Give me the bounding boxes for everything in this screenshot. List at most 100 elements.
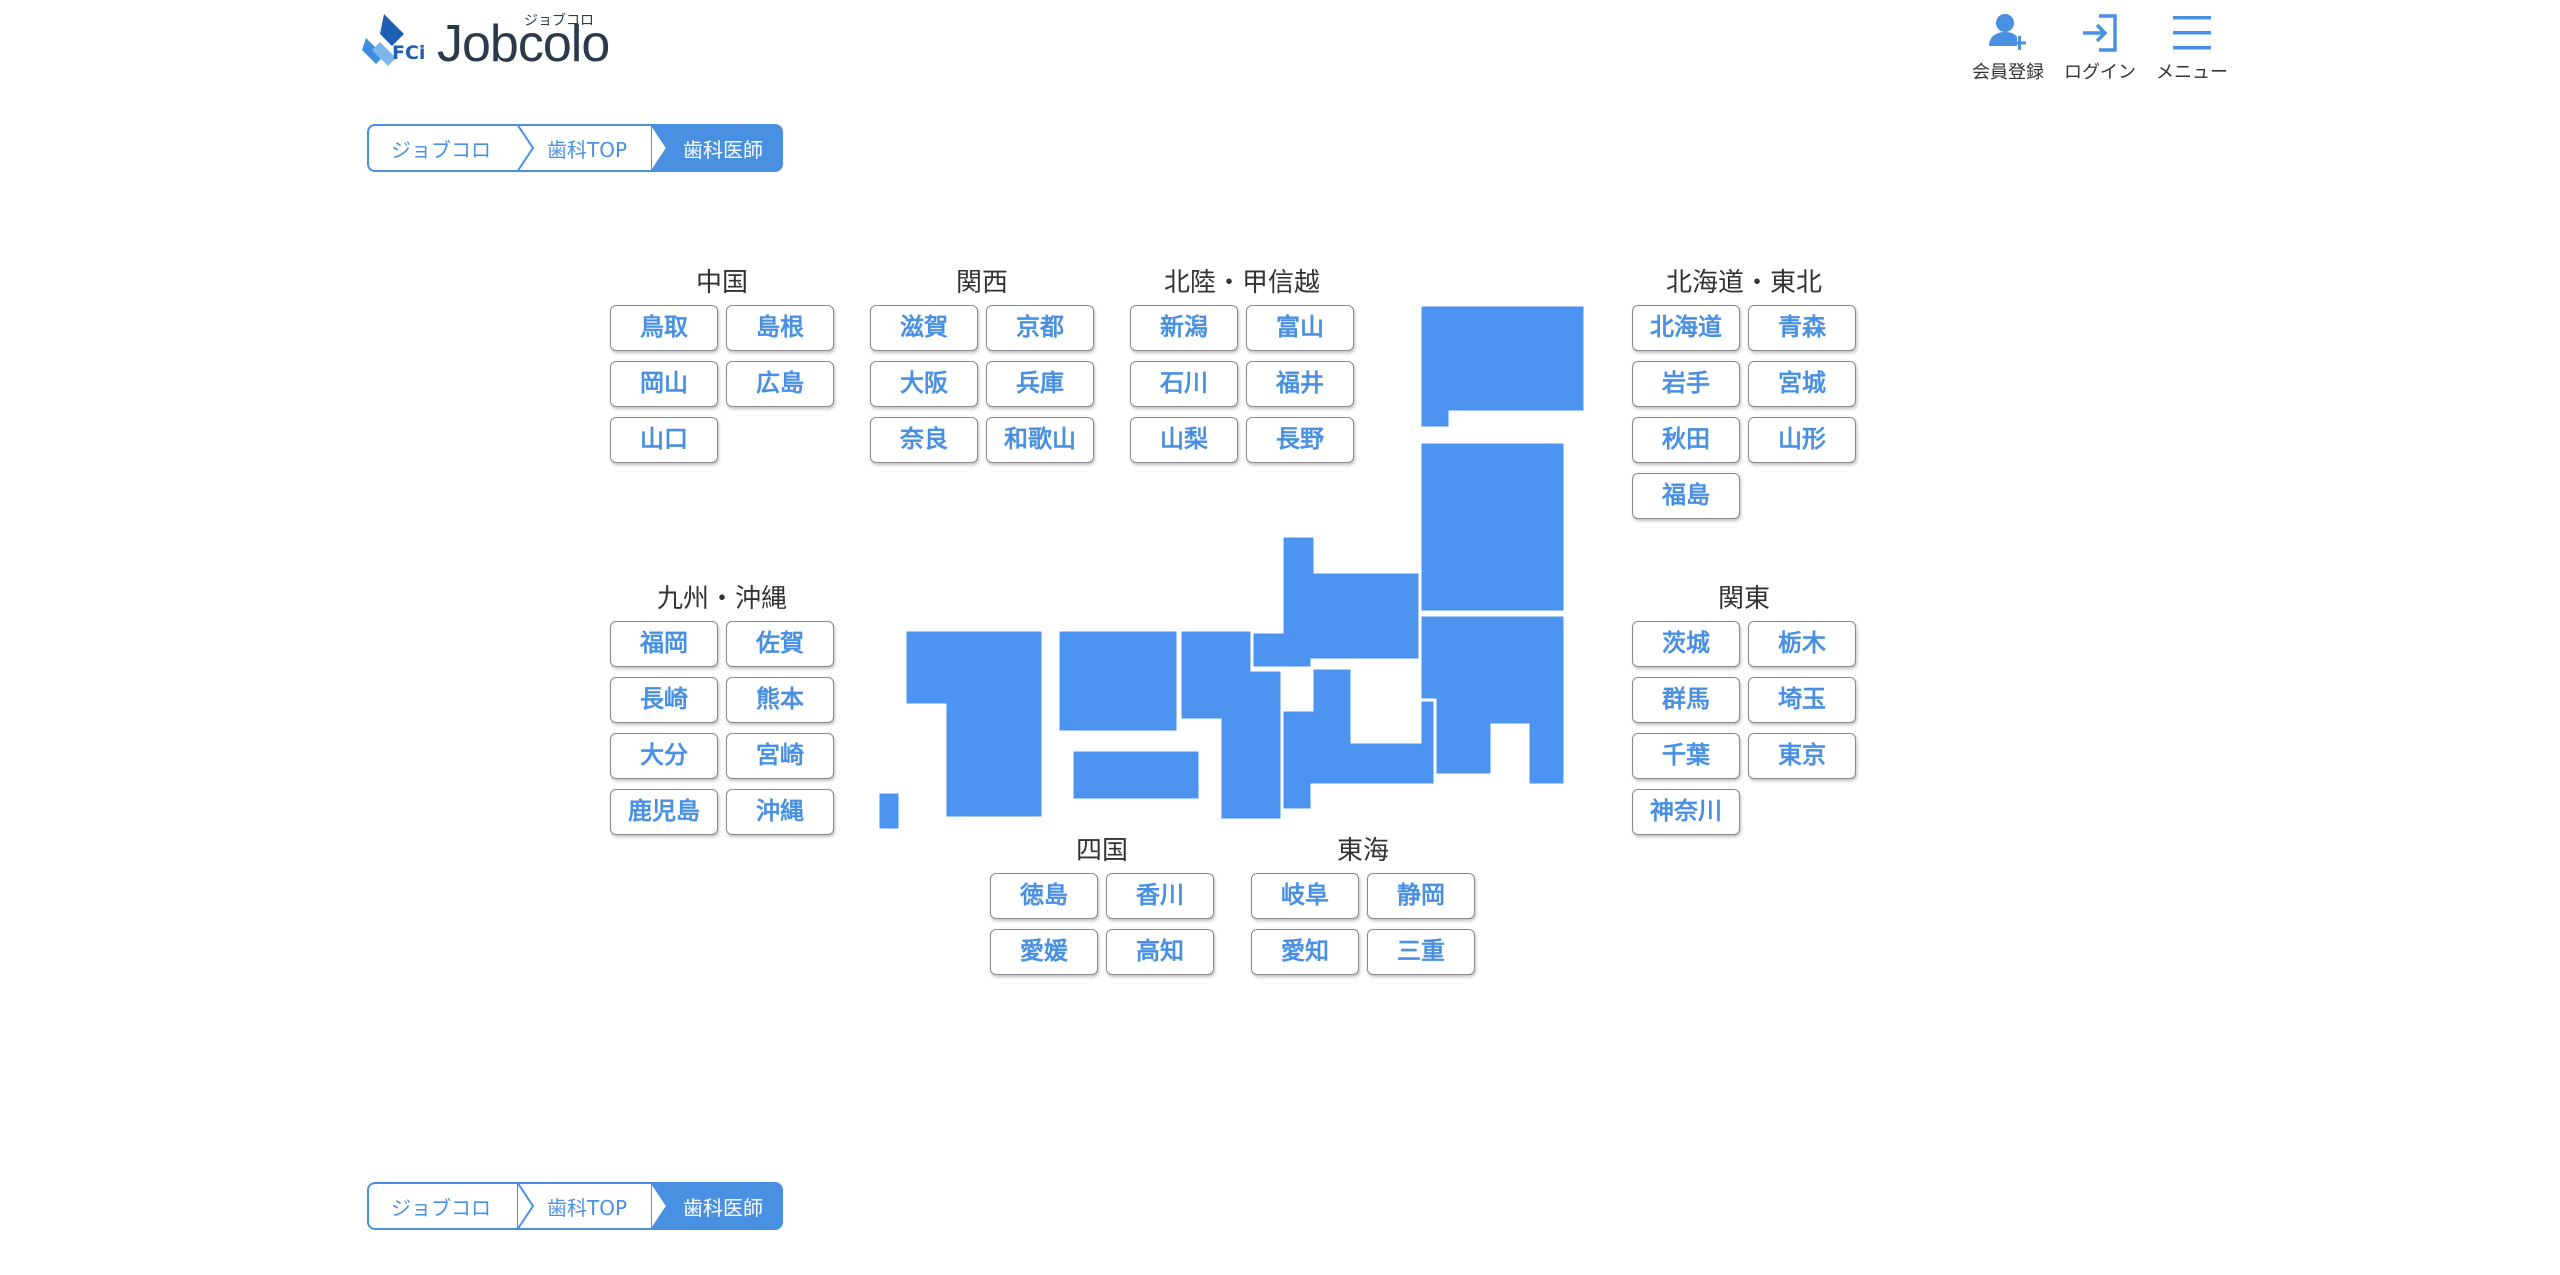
user-plus-icon — [1989, 14, 2026, 50]
login-button[interactable]: ログイン — [2064, 10, 2136, 84]
region-kansai: 関西 滋賀 京都 大阪 兵庫 奈良 和歌山 — [870, 265, 1094, 463]
pref-button-shiga[interactable]: 滋賀 — [870, 305, 978, 351]
breadcrumb-dental-top[interactable]: 歯科TOP — [517, 1182, 669, 1230]
pref-button-miyagi[interactable]: 宮城 — [1748, 361, 1856, 407]
logo-fci-text: FCi — [392, 42, 426, 64]
region-hokkaido-tohoku: 北海道・東北 北海道 青森 岩手 宮城 秋田 山形 福島 — [1632, 265, 1856, 519]
pref-button-yamaguchi[interactable]: 山口 — [610, 417, 718, 463]
logo-mark-icon — [362, 14, 404, 66]
pref-button-saitama[interactable]: 埼玉 — [1748, 677, 1856, 723]
pref-button-hiroshima[interactable]: 広島 — [726, 361, 834, 407]
breadcrumb-dental-top[interactable]: 歯科TOP — [517, 124, 669, 172]
logo-kana-text: ジョブコロ — [524, 13, 594, 29]
login-icon — [2083, 14, 2117, 52]
breadcrumb-separator — [517, 124, 535, 172]
pref-button-akita[interactable]: 秋田 — [1632, 417, 1740, 463]
map-kyushu — [903, 628, 1045, 820]
map-shikoku — [1070, 748, 1202, 802]
region-shikoku: 四国 徳島 香川 愛媛 高知 — [990, 833, 1214, 975]
region-hokuriku-koshinetsu: 北陸・甲信越 新潟 富山 石川 福井 山梨 長野 — [1130, 265, 1354, 463]
region-kyushu-okinawa: 九州・沖縄 福岡 佐賀 長崎 熊本 大分 宮崎 鹿児島 沖縄 — [610, 581, 834, 835]
pref-button-tottori[interactable]: 鳥取 — [610, 305, 718, 351]
pref-button-iwate[interactable]: 岩手 — [1632, 361, 1740, 407]
breadcrumb-dental-top-label: 歯科TOP — [547, 1196, 628, 1220]
pref-button-gifu[interactable]: 岐阜 — [1251, 873, 1359, 919]
pref-button-saga[interactable]: 佐賀 — [726, 621, 834, 667]
pref-button-oita[interactable]: 大分 — [610, 733, 718, 779]
pref-button-yamagata[interactable]: 山形 — [1748, 417, 1856, 463]
pref-button-nagasaki[interactable]: 長崎 — [610, 677, 718, 723]
pref-button-tochigi[interactable]: 栃木 — [1748, 621, 1856, 667]
map-okinawa — [876, 790, 902, 832]
logo-wordmark: Jobcolo — [437, 15, 610, 73]
pref-button-kagoshima[interactable]: 鹿児島 — [610, 789, 718, 835]
breadcrumb-home[interactable]: ジョブコロ — [367, 1182, 535, 1230]
pref-button-kyoto[interactable]: 京都 — [986, 305, 1094, 351]
map-hokuriku — [1250, 534, 1457, 670]
pref-button-ibaraki[interactable]: 茨城 — [1632, 621, 1740, 667]
breadcrumb-current-label: 歯科医師 — [683, 1196, 764, 1220]
pref-button-fukui[interactable]: 福井 — [1246, 361, 1354, 407]
breadcrumb-current: 歯科医師 — [651, 124, 784, 172]
breadcrumb-dental-top-label: 歯科TOP — [547, 138, 628, 162]
map-hokkaido — [1418, 303, 1587, 430]
region-kanto: 関東 茨城 栃木 群馬 埼玉 千葉 東京 神奈川 — [1632, 581, 1856, 835]
pref-button-toyama[interactable]: 富山 — [1246, 305, 1354, 351]
pref-button-hyogo[interactable]: 兵庫 — [986, 361, 1094, 407]
pref-button-gunma[interactable]: 群馬 — [1632, 677, 1740, 723]
pref-button-ishikawa[interactable]: 石川 — [1130, 361, 1238, 407]
map-kanto — [1418, 613, 1567, 787]
pref-button-mie[interactable]: 三重 — [1367, 929, 1475, 975]
pref-button-okayama[interactable]: 岡山 — [610, 361, 718, 407]
pref-button-kumamoto[interactable]: 熊本 — [726, 677, 834, 723]
pref-button-shizuoka[interactable]: 静岡 — [1367, 873, 1475, 919]
pref-button-kochi[interactable]: 高知 — [1106, 929, 1214, 975]
pref-button-fukuoka[interactable]: 福岡 — [610, 621, 718, 667]
header-nav: 会員登録 ログイン メニュー — [1972, 10, 2228, 84]
pref-button-miyazaki[interactable]: 宮崎 — [726, 733, 834, 779]
pref-button-aichi[interactable]: 愛知 — [1251, 929, 1359, 975]
pref-button-tokushima[interactable]: 徳島 — [990, 873, 1098, 919]
region-title: 中国 — [695, 268, 748, 298]
breadcrumb-home-label: ジョブコロ — [391, 138, 491, 162]
pref-button-ehime[interactable]: 愛媛 — [990, 929, 1098, 975]
register-label: 会員登録 — [1972, 62, 2044, 83]
region-title: 関東 — [1717, 584, 1770, 614]
breadcrumb-current-label: 歯科医師 — [683, 138, 764, 162]
breadcrumb-current: 歯科医師 — [651, 1182, 784, 1230]
breadcrumb: ジョブコロ 歯科TOP 歯科医師 — [367, 124, 784, 176]
site-logo[interactable]: FCi ジョブコロ Jobcolo — [362, 12, 662, 76]
pref-button-tokyo[interactable]: 東京 — [1748, 733, 1856, 779]
pref-button-osaka[interactable]: 大阪 — [870, 361, 978, 407]
login-label: ログイン — [2064, 62, 2136, 83]
breadcrumb-separator — [517, 1182, 535, 1230]
register-button[interactable]: 会員登録 — [1972, 10, 2044, 84]
menu-icon — [2173, 16, 2211, 50]
menu-button[interactable]: メニュー — [2156, 10, 2228, 84]
pref-button-nara[interactable]: 奈良 — [870, 417, 978, 463]
region-chugoku: 中国 鳥取 島根 岡山 広島 山口 — [610, 265, 834, 463]
pref-button-aomori[interactable]: 青森 — [1748, 305, 1856, 351]
pref-button-kanagawa[interactable]: 神奈川 — [1632, 789, 1740, 835]
region-title: 九州・沖縄 — [656, 584, 787, 614]
region-tokai: 東海 岐阜 静岡 愛知 三重 — [1251, 833, 1475, 975]
pref-button-okinawa[interactable]: 沖縄 — [726, 789, 834, 835]
map-tohoku — [1418, 440, 1567, 614]
region-title: 東海 — [1336, 836, 1389, 866]
pref-button-yamanashi[interactable]: 山梨 — [1130, 417, 1238, 463]
region-title: 四国 — [1075, 836, 1128, 866]
pref-button-nagano[interactable]: 長野 — [1246, 417, 1354, 463]
pref-button-niigata[interactable]: 新潟 — [1130, 305, 1238, 351]
pref-button-kagawa[interactable]: 香川 — [1106, 873, 1214, 919]
map-tokai — [1280, 666, 1437, 812]
region-title: 関西 — [955, 268, 1008, 298]
breadcrumb-home-label: ジョブコロ — [391, 1196, 491, 1220]
pref-button-hokkaido[interactable]: 北海道 — [1632, 305, 1740, 351]
pref-button-fukushima[interactable]: 福島 — [1632, 473, 1740, 519]
pref-button-chiba[interactable]: 千葉 — [1632, 733, 1740, 779]
region-title: 北陸・甲信越 — [1163, 268, 1320, 298]
pref-button-shimane[interactable]: 島根 — [726, 305, 834, 351]
breadcrumb-home[interactable]: ジョブコロ — [367, 124, 535, 172]
pref-button-wakayama[interactable]: 和歌山 — [986, 417, 1094, 463]
